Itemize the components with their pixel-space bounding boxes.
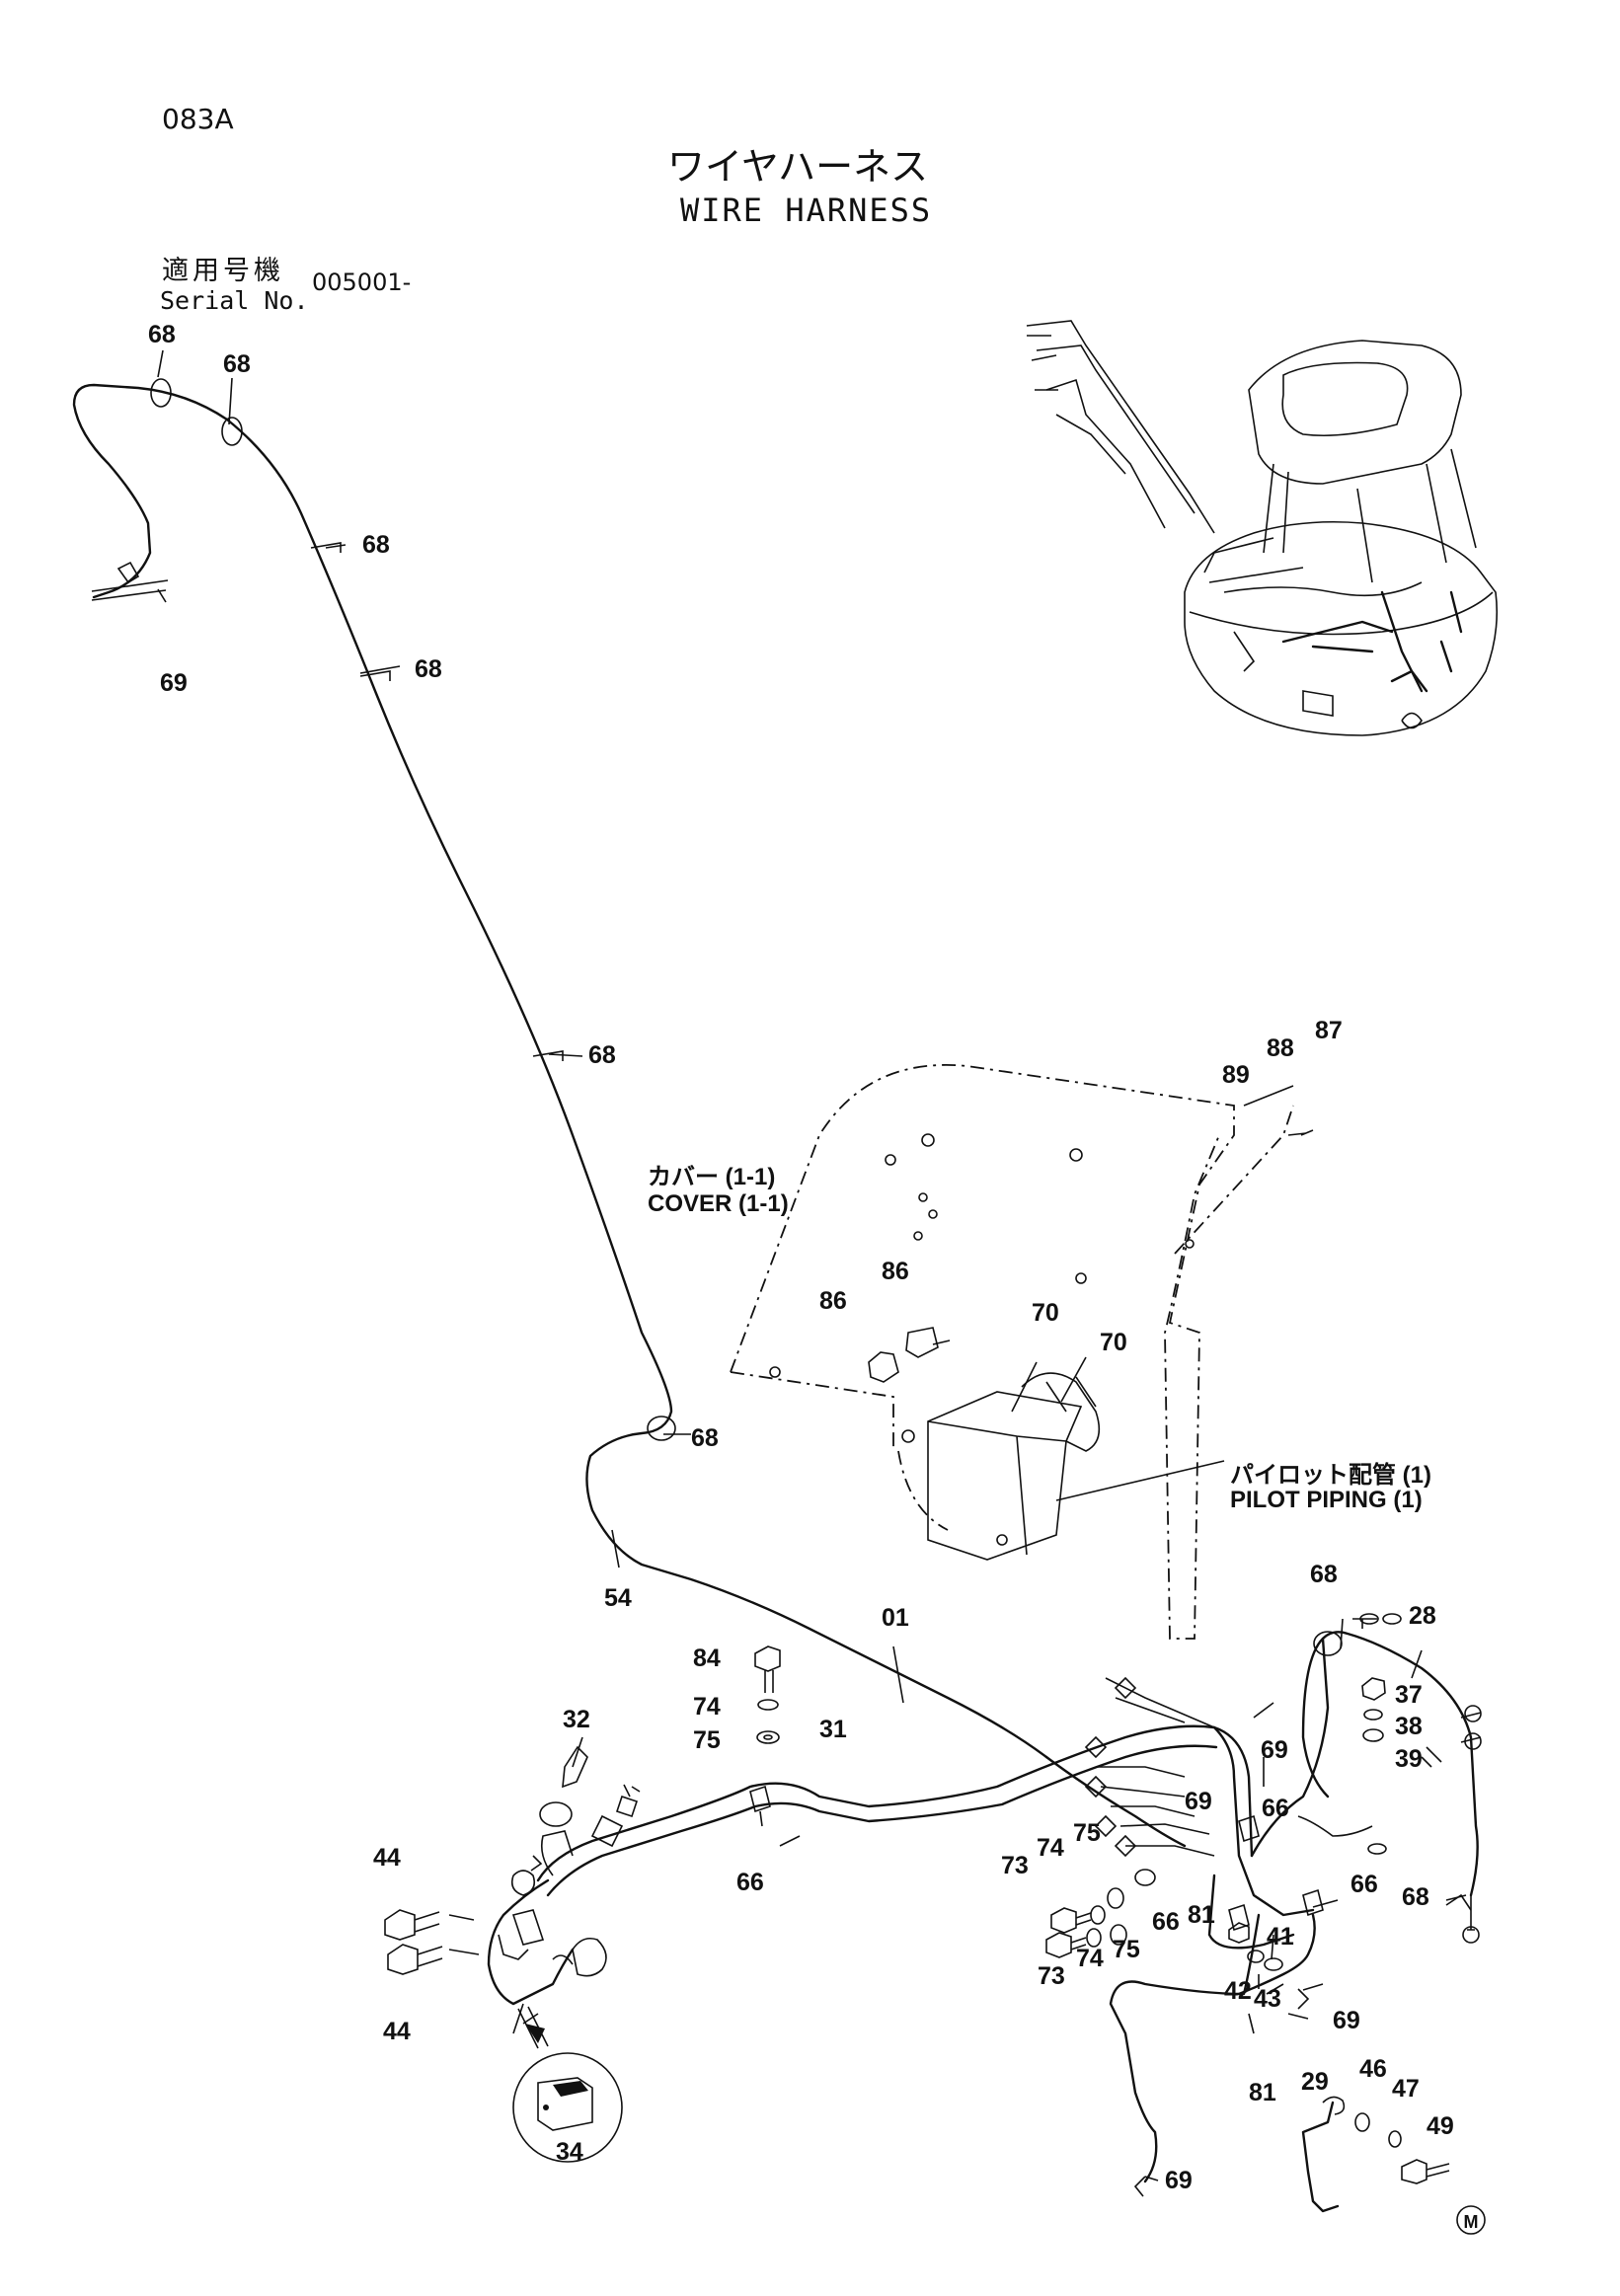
left-connector-group <box>487 1745 641 2034</box>
callout-73: 73 <box>1001 1852 1029 1879</box>
callout-01: 01 <box>882 1604 909 1632</box>
callout-39: 39 <box>1395 1745 1423 1773</box>
bolt-84-washers <box>754 1645 781 1744</box>
callout-69: 69 <box>1185 1788 1212 1815</box>
callout-74: 74 <box>1037 1834 1064 1862</box>
callout-75: 75 <box>1073 1819 1101 1847</box>
callout-42: 42 <box>1224 1977 1252 2005</box>
callout-31: 31 <box>819 1716 847 1743</box>
callout-75: 75 <box>693 1726 721 1754</box>
corner-mark: M <box>1464 2212 1479 2232</box>
clamp-rings-68 <box>150 378 1472 2197</box>
pilot-piping-box <box>927 1356 1225 1561</box>
callout-69: 69 <box>160 669 188 697</box>
callout-34: 34 <box>556 2138 583 2166</box>
callout-66: 66 <box>736 1869 764 1896</box>
callout-66: 66 <box>1262 1795 1289 1822</box>
page-code: 083A <box>162 103 234 135</box>
callout-38: 38 <box>1395 1713 1423 1740</box>
callout-68: 68 <box>223 350 251 378</box>
callout-69: 69 <box>1333 2007 1360 2034</box>
callout-73: 73 <box>1038 1962 1065 1990</box>
callout-41: 41 <box>1267 1923 1294 1951</box>
callout-88: 88 <box>1267 1034 1294 1062</box>
callout-49: 49 <box>1427 2112 1454 2140</box>
callout-29: 29 <box>1301 2068 1329 2096</box>
callout-43: 43 <box>1254 1985 1281 2013</box>
callout-44: 44 <box>383 2018 411 2045</box>
inset-detail-34 <box>512 2006 623 2163</box>
part-number-callouts: 68 68 68 68 69 68 87 88 89 86 86 70 70 6… <box>148 321 1479 2232</box>
callout-86: 86 <box>882 1258 909 1285</box>
ground-strap-hardware <box>1301 2096 1486 2235</box>
bolts-73-74-75 <box>1045 1869 1156 1958</box>
bolts-44 <box>384 1909 480 1975</box>
callout-47: 47 <box>1392 2075 1420 2103</box>
brackets-86 <box>868 1327 951 1383</box>
cover-note-japanese: カバー (1-1) <box>648 1164 776 1190</box>
callout-68: 68 <box>415 655 442 683</box>
callout-70: 70 <box>1032 1299 1059 1327</box>
title-japanese: ワイヤハーネス <box>667 145 929 189</box>
pilot-piping-note-japanese: パイロット配管 (1) <box>1230 1462 1431 1489</box>
callout-84: 84 <box>693 1645 721 1672</box>
serial-label-english: Serial No. <box>160 286 309 315</box>
callout-75: 75 <box>1113 1936 1140 1963</box>
main-harness-body <box>536 1613 1482 2183</box>
long-harness-54 <box>72 383 1048 1759</box>
pilot-piping-note-english: PILOT PIPING (1) <box>1230 1487 1423 1513</box>
callout-68: 68 <box>588 1041 616 1069</box>
callout-66: 66 <box>1152 1908 1180 1936</box>
callout-46: 46 <box>1359 2055 1387 2083</box>
clamps-66 <box>749 1785 1324 1932</box>
callout-37: 37 <box>1395 1681 1423 1709</box>
callout-66: 66 <box>1350 1871 1378 1898</box>
cover-panel <box>730 1064 1294 1640</box>
callout-86: 86 <box>819 1287 847 1315</box>
title-english: WIRE HARNESS <box>680 191 933 229</box>
cover-note-english: COVER (1-1) <box>648 1190 789 1217</box>
callout-74: 74 <box>1076 1945 1104 1972</box>
callout-68: 68 <box>1310 1561 1338 1588</box>
callout-81: 81 <box>1249 2079 1276 2106</box>
callout-69: 69 <box>1261 1736 1288 1764</box>
serial-label-japanese: 適用号機 <box>162 256 284 286</box>
callout-89: 89 <box>1222 1061 1250 1089</box>
callout-74: 74 <box>693 1693 721 1721</box>
callout-87: 87 <box>1315 1017 1343 1044</box>
callout-68: 68 <box>1402 1883 1429 1911</box>
callout-81: 81 <box>1188 1901 1215 1929</box>
excavator-overview-sketch <box>1026 320 1499 736</box>
callout-28: 28 <box>1409 1602 1436 1630</box>
callout-54: 54 <box>604 1584 632 1612</box>
hardware-37-43 <box>1228 1677 1386 1971</box>
callout-68: 68 <box>362 531 390 559</box>
callout-68: 68 <box>691 1424 719 1452</box>
callout-32: 32 <box>563 1706 590 1733</box>
leader-lines <box>157 349 1467 2181</box>
callout-69: 69 <box>1165 2167 1193 2194</box>
serial-number-value: 005001- <box>312 268 412 296</box>
callout-68: 68 <box>148 321 176 348</box>
callout-44: 44 <box>373 1844 401 1872</box>
callout-70: 70 <box>1100 1329 1127 1356</box>
